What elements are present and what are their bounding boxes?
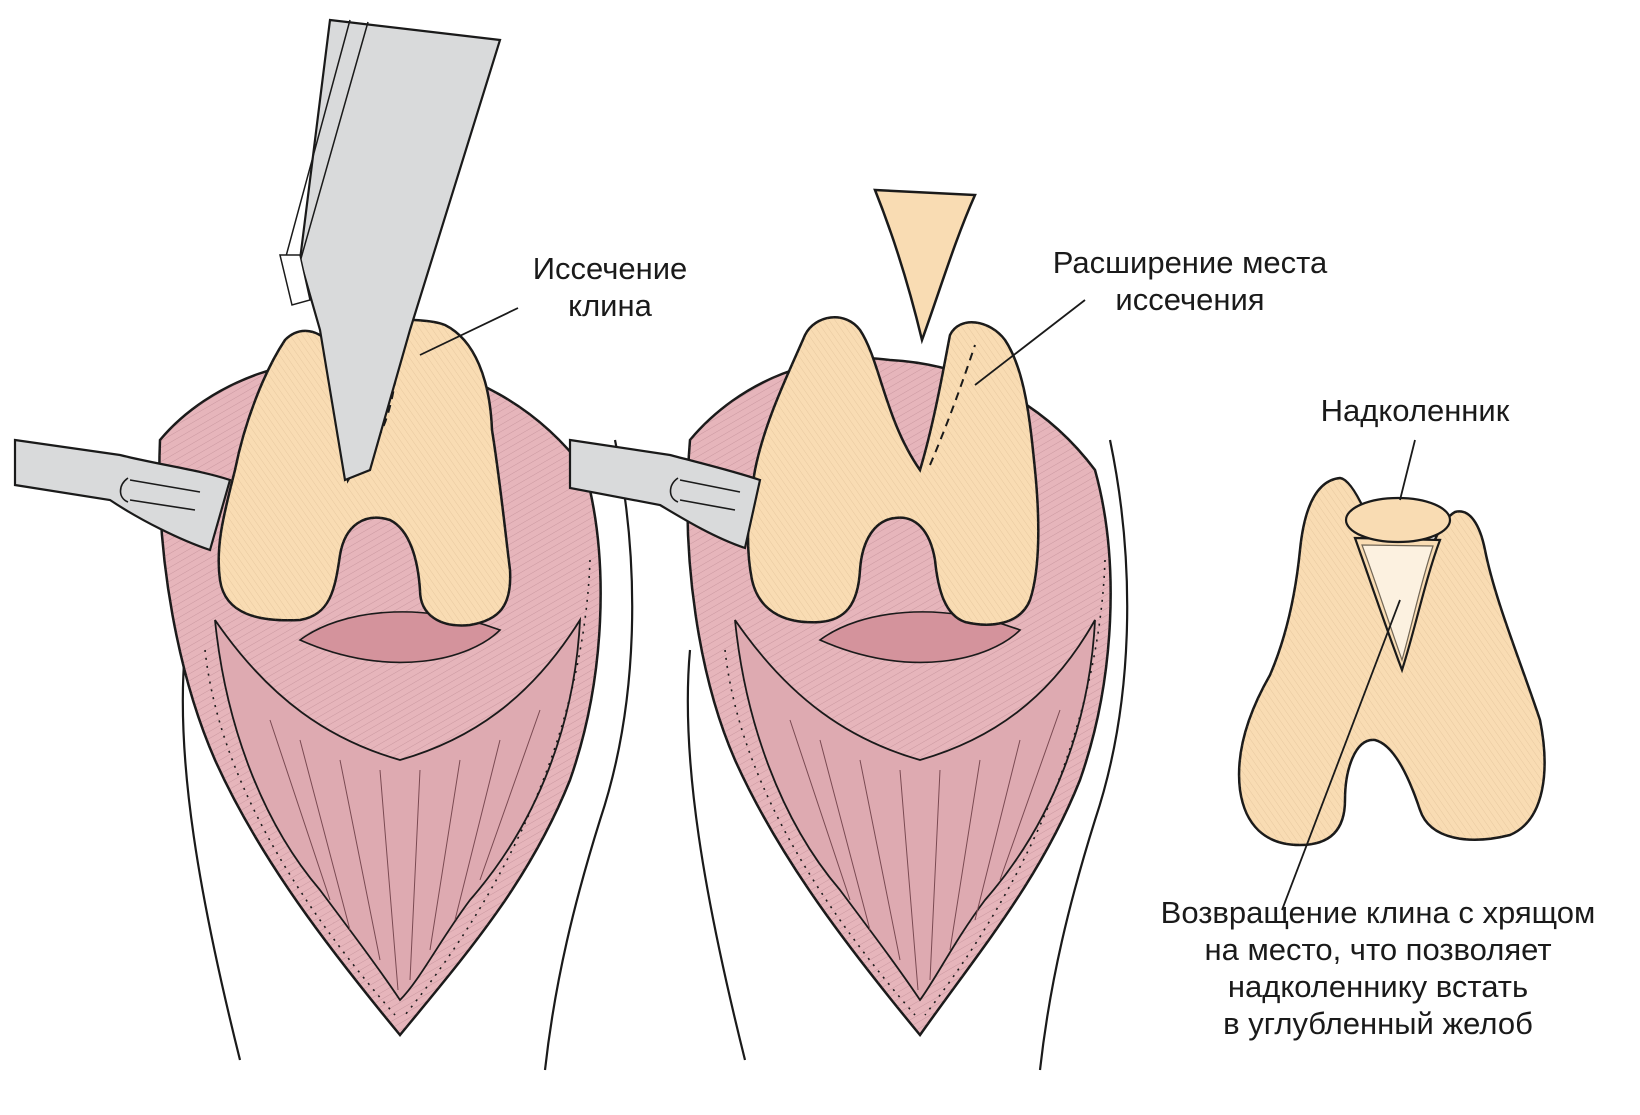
leg-outline-2: [686, 439, 1129, 1071]
leg-outline-1: [181, 439, 634, 1071]
label-return-wedge-line-3: надколеннику встать: [1227, 969, 1529, 1004]
label-wedge-excision-line-1: Иссечение: [532, 251, 688, 286]
label-return-wedge-line-4: в углубленный желоб: [1223, 1006, 1533, 1041]
panel-1-wedge-excision: [13, 18, 634, 1071]
retractor-2: [568, 438, 762, 550]
removed-wedge: [873, 188, 977, 345]
label-return-wedge: Возвращение клина с хрящом на место, что…: [1128, 894, 1628, 1042]
label-return-wedge-line-1: Возвращение клина с хрящом: [1160, 895, 1596, 930]
label-patella-line-1: Надколенник: [1320, 393, 1510, 428]
label-wedge-excision-line-2: клина: [568, 288, 652, 323]
leader-line-1: [419, 307, 519, 356]
panel-2-widening: [568, 188, 1129, 1071]
patella: [1344, 496, 1452, 544]
label-widening-line-2: иссечения: [1115, 282, 1265, 317]
label-return-wedge-line-2: на место, что позволяет: [1204, 932, 1552, 967]
label-wedge-excision: Иссечение клина: [510, 250, 710, 324]
retractor-1: [13, 438, 232, 552]
label-widening: Расширение места иссечения: [1025, 244, 1355, 318]
leader-line-patella: [1399, 439, 1416, 501]
leader-line-2: [974, 299, 1086, 386]
wedge-cut-line-2: [929, 344, 976, 466]
label-widening-line-1: Расширение места: [1052, 245, 1328, 280]
label-patella: Надколенник: [1295, 392, 1535, 429]
leader-line-return: [1281, 599, 1401, 911]
panel-3-wedge-returned: [1237, 439, 1546, 911]
